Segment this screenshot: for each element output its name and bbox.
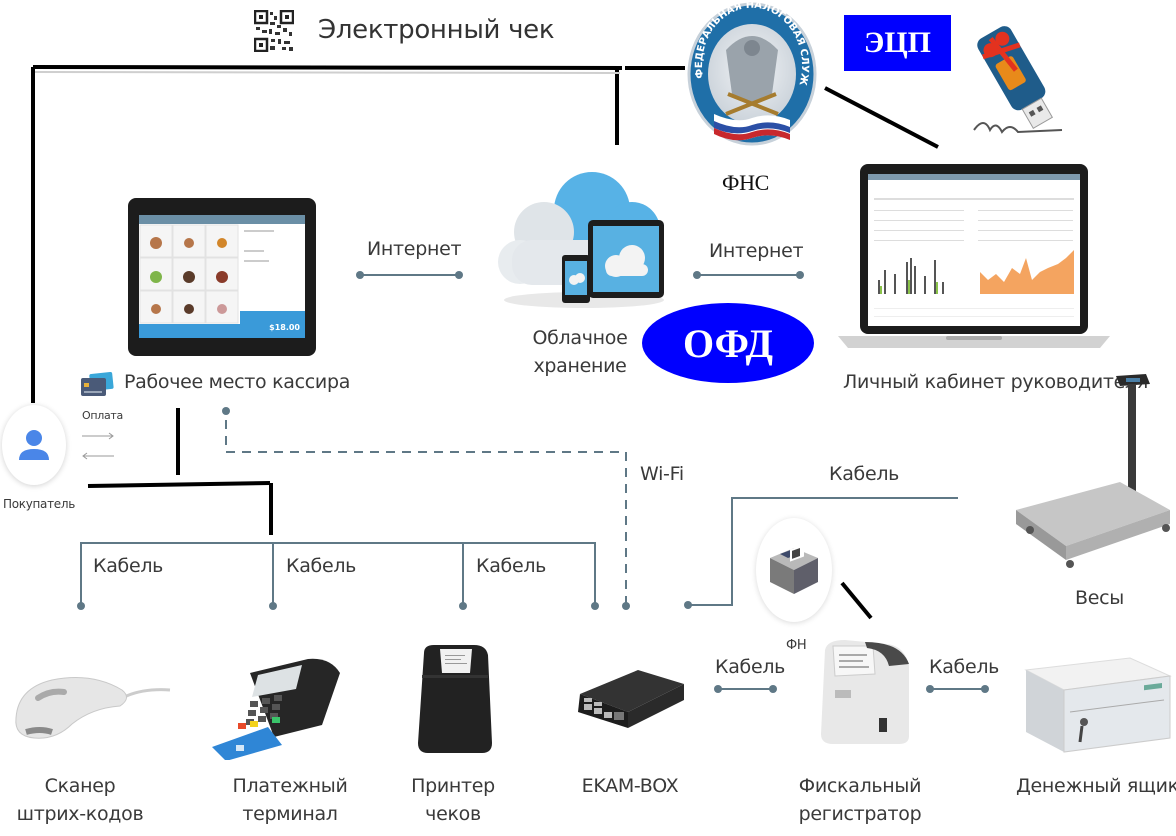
payment-label: Оплата: [82, 409, 123, 422]
device-line2: штрих-кодов: [16, 803, 144, 825]
payment-terminal-icon: [210, 655, 350, 761]
device-line1: Фискальный: [798, 775, 922, 797]
barcode-scanner-icon: [12, 668, 172, 748]
device-line1: Денежный ящик: [1016, 775, 1176, 797]
internet-left-label: Интернет: [367, 238, 462, 260]
device-line2: регистратор: [798, 803, 922, 825]
cable-label-3: Кабель: [476, 555, 547, 577]
device-line1: Платежный: [232, 775, 348, 797]
ofd-label: ОФД: [683, 320, 773, 366]
cable-fr-drawer-label: Кабель: [929, 656, 1000, 678]
device-label-printer: Принтер чеков: [383, 772, 523, 828]
cloud-label-line2: хранение: [533, 355, 627, 377]
cloud-label-line1: Облачное: [532, 327, 628, 349]
device-line1: EKAM-BOX: [581, 775, 679, 797]
credit-cards-icon: [80, 371, 114, 398]
buyer-label: Покупатель: [3, 497, 76, 511]
device-label-cash-drawer: Денежный ящик: [1016, 772, 1176, 800]
fn-registrar-line: [840, 581, 873, 620]
cable-label-2: Кабель: [286, 555, 357, 577]
device-label-scanner: Сканер штрих-кодов: [0, 772, 160, 828]
receipt-printer-icon: [414, 643, 494, 755]
fn-label: ФН: [786, 638, 807, 653]
device-label-fiscal-registrar: Фискальный регистратор: [785, 772, 935, 828]
cable-box-fr-label: Кабель: [715, 656, 786, 678]
ecp-badge: ЭЦП: [844, 15, 951, 71]
cashier-horizontal-line: [87, 481, 271, 488]
device-label-terminal: Платежный терминал: [210, 772, 370, 828]
receipt-line-top: [32, 65, 623, 70]
receipt-label: Электронный чек: [318, 15, 555, 45]
user-icon: [19, 430, 49, 460]
cable-label-1: Кабель: [93, 555, 164, 577]
cashier-label: Рабочее место кассира: [124, 371, 351, 393]
cash-drawer-icon: [1024, 656, 1174, 756]
cloud-storage-icon: [492, 170, 674, 310]
scales-icon: [1010, 370, 1176, 592]
usb-token-icon: [966, 8, 1076, 143]
qr-code-icon: [253, 9, 295, 53]
ofd-badge: ОФД: [642, 303, 814, 383]
ekam-box-icon: [574, 660, 688, 732]
internet-right-label: Интернет: [709, 240, 804, 262]
laptop-dashboard-icon: [838, 162, 1110, 352]
fns-manager-diagonal: [824, 86, 939, 149]
fns-label: ФНС: [722, 170, 770, 195]
manager-label: Личный кабинет руководителя: [843, 371, 1149, 393]
wifi-dashed-line: [225, 420, 627, 605]
scales-label: Весы: [1075, 587, 1124, 609]
wifi-label: Wi-Fi: [640, 463, 684, 485]
pos-total: $18.00: [269, 323, 300, 332]
fiscal-drive-icon: [756, 518, 832, 622]
fiscal-registrar-icon: [805, 636, 915, 748]
cable-scales-label: Кабель: [829, 463, 900, 485]
payment-arrows-icon: [82, 432, 114, 460]
cloud-label: Облачное хранение: [520, 324, 640, 380]
pos-tablet-icon: $18.00: [128, 198, 316, 356]
buyer-avatar: [2, 405, 66, 485]
device-line2: чеков: [425, 803, 481, 825]
fns-emblem-icon: ФЕДЕРАЛЬНАЯ НАЛОГОВАЯ СЛУЖБА: [682, 0, 818, 152]
cable-bus: [80, 542, 596, 605]
device-line2: терминал: [242, 803, 338, 825]
ecp-label: ЭЦП: [863, 26, 932, 59]
cable-scales-line: [688, 497, 958, 606]
device-label-ekam-box: EKAM-BOX: [555, 772, 705, 800]
device-line1: Сканер: [44, 775, 116, 797]
device-line1: Принтер: [411, 775, 495, 797]
